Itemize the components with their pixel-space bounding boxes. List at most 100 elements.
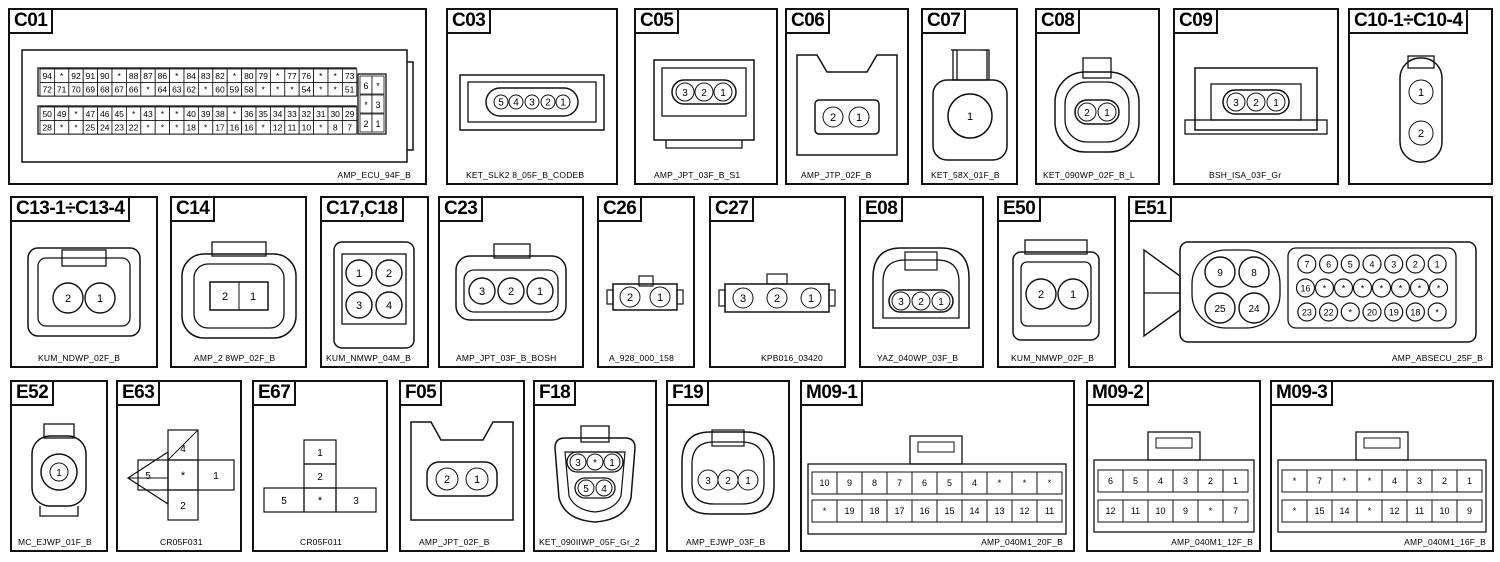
pin-label: 4 <box>972 478 977 488</box>
panel-title: E51 <box>1128 196 1173 222</box>
connector-drawing-c26: 2 1 <box>606 275 684 311</box>
connector-panel-c14: C14 2 1 AMP_2 8WP_02F_B <box>170 196 307 368</box>
pin-label: * <box>319 71 323 81</box>
panel-title: E52 <box>10 380 55 406</box>
panel-caption: AMP_ABSECU_25F_B <box>1391 353 1483 363</box>
pin-label: * <box>146 85 150 95</box>
pin-label: 34 <box>273 109 283 119</box>
pin-label: 6 <box>1326 260 1331 270</box>
panel-title: C23 <box>438 196 484 222</box>
panel-title: C13-1÷C13-4 <box>10 196 131 222</box>
panel-title: F05 <box>399 380 443 406</box>
pin-label: * <box>318 495 323 507</box>
pin-cell <box>341 82 358 97</box>
pin-circle <box>1384 254 1404 274</box>
pin-label: 31 <box>316 109 326 119</box>
connector-drawing-f19: 3 2 1 <box>681 429 775 515</box>
pin-label: * <box>1349 308 1353 318</box>
pin-label: 29 <box>345 109 355 119</box>
pin-label: 1 <box>1273 98 1279 109</box>
pin-label: 19 <box>844 506 854 516</box>
pin-label: 14 <box>969 506 979 516</box>
pin-circle <box>1405 302 1426 322</box>
pin-label: 5 <box>583 484 589 495</box>
pin-label: 4 <box>1369 260 1374 270</box>
panel-title: C03 <box>446 8 492 34</box>
pin-cell <box>371 75 385 95</box>
pin-label: 28 <box>42 123 52 133</box>
pin-label: 6 <box>1108 476 1113 486</box>
pin-label: 2 <box>830 112 836 124</box>
connector-panel-f19: F19 3 2 1 AMP_EJWP_03F_B <box>666 380 790 552</box>
pin-label: 1 <box>1233 476 1238 486</box>
pin-label: 2 <box>701 88 707 99</box>
pin-label: * <box>319 123 323 133</box>
connector-panel-c07: C07 1 KET_58X_01F_B <box>921 8 1018 185</box>
pin-label: * <box>1368 506 1372 516</box>
pin-label: 2 <box>508 286 514 298</box>
pin-label: 17 <box>215 123 225 133</box>
connector-panel-c09: C09 3 2 1 BSH_ISA_03F_Gr <box>1173 8 1339 185</box>
connector-panel-f18: F18 3 * 1 5 4 KET_090IIWP_05F_Gr_2 <box>533 380 657 552</box>
pin-label: 33 <box>287 109 297 119</box>
pin-label: 16 <box>230 123 240 133</box>
pin-label: 2 <box>180 501 186 512</box>
panel-caption: KET_090WP_02F_B_L <box>1043 170 1135 180</box>
connector-drawing-f18: 3 * 1 5 4 <box>554 425 636 523</box>
connector-drawing-c27: 3 2 1 <box>718 273 836 313</box>
panel-caption: AMP_JPT_02F_B <box>419 537 490 547</box>
pin-label: * <box>1437 284 1441 294</box>
pin-label: 71 <box>57 85 67 95</box>
pin-label: 3 <box>529 98 535 109</box>
pin-circle <box>1340 254 1360 274</box>
pin-label: 1 <box>745 476 751 487</box>
pin-label: 3 <box>575 458 581 469</box>
connector-drawing-c03 <box>459 74 605 131</box>
pin-cell <box>1036 471 1063 495</box>
connector-panel-f05: F05 2 1 AMP_JPT_02F_B <box>399 380 525 552</box>
pin-label: * <box>118 71 122 81</box>
panel-caption: KET_090IIWP_05F_Gr_2 <box>539 537 640 547</box>
pin-label: 4 <box>386 300 392 312</box>
pin-label: * <box>233 109 237 119</box>
pin-label: 2 <box>774 293 780 305</box>
pin-label: 25 <box>86 123 96 133</box>
pin-label: 60 <box>215 85 225 95</box>
pin-label: 10 <box>819 478 829 488</box>
pin-label: 3 <box>682 88 688 99</box>
panel-caption: AMP_040M1_16F_B <box>1404 537 1486 547</box>
pin-label: 88 <box>129 71 139 81</box>
pin-label: 45 <box>114 109 124 119</box>
pin-label: 10 <box>1439 506 1449 516</box>
connector-drawing-f05: 2 1 <box>410 421 514 521</box>
pin-label: * <box>276 85 280 95</box>
pin-label: 2 <box>444 474 450 486</box>
pin-label: * <box>1023 478 1027 488</box>
pin-label: 4 <box>601 484 607 495</box>
pin-label: * <box>1361 284 1365 294</box>
pin-label: 1 <box>1467 476 1472 486</box>
pin-circle <box>1318 302 1339 322</box>
pin-label: 18 <box>186 123 196 133</box>
panel-caption: KUM_NMWP_04M_B <box>326 353 411 363</box>
pin-label: 73 <box>345 71 355 81</box>
pin-label: * <box>1380 284 1384 294</box>
pin-label: 18 <box>869 506 879 516</box>
pin-label: 11 <box>288 123 297 133</box>
panel-title: C09 <box>1173 8 1219 34</box>
pin-circle <box>1238 292 1270 324</box>
pin-label: 2 <box>1253 98 1259 109</box>
pin-label: 1 <box>967 111 973 123</box>
panel-title: M09-1 <box>800 380 864 406</box>
pin-label: 87 <box>143 71 153 81</box>
pin-label: 2 <box>386 268 392 280</box>
pin-label: 1 <box>213 471 219 482</box>
pin-label: 12 <box>1105 506 1115 516</box>
pin-label: 20 <box>1367 308 1377 318</box>
